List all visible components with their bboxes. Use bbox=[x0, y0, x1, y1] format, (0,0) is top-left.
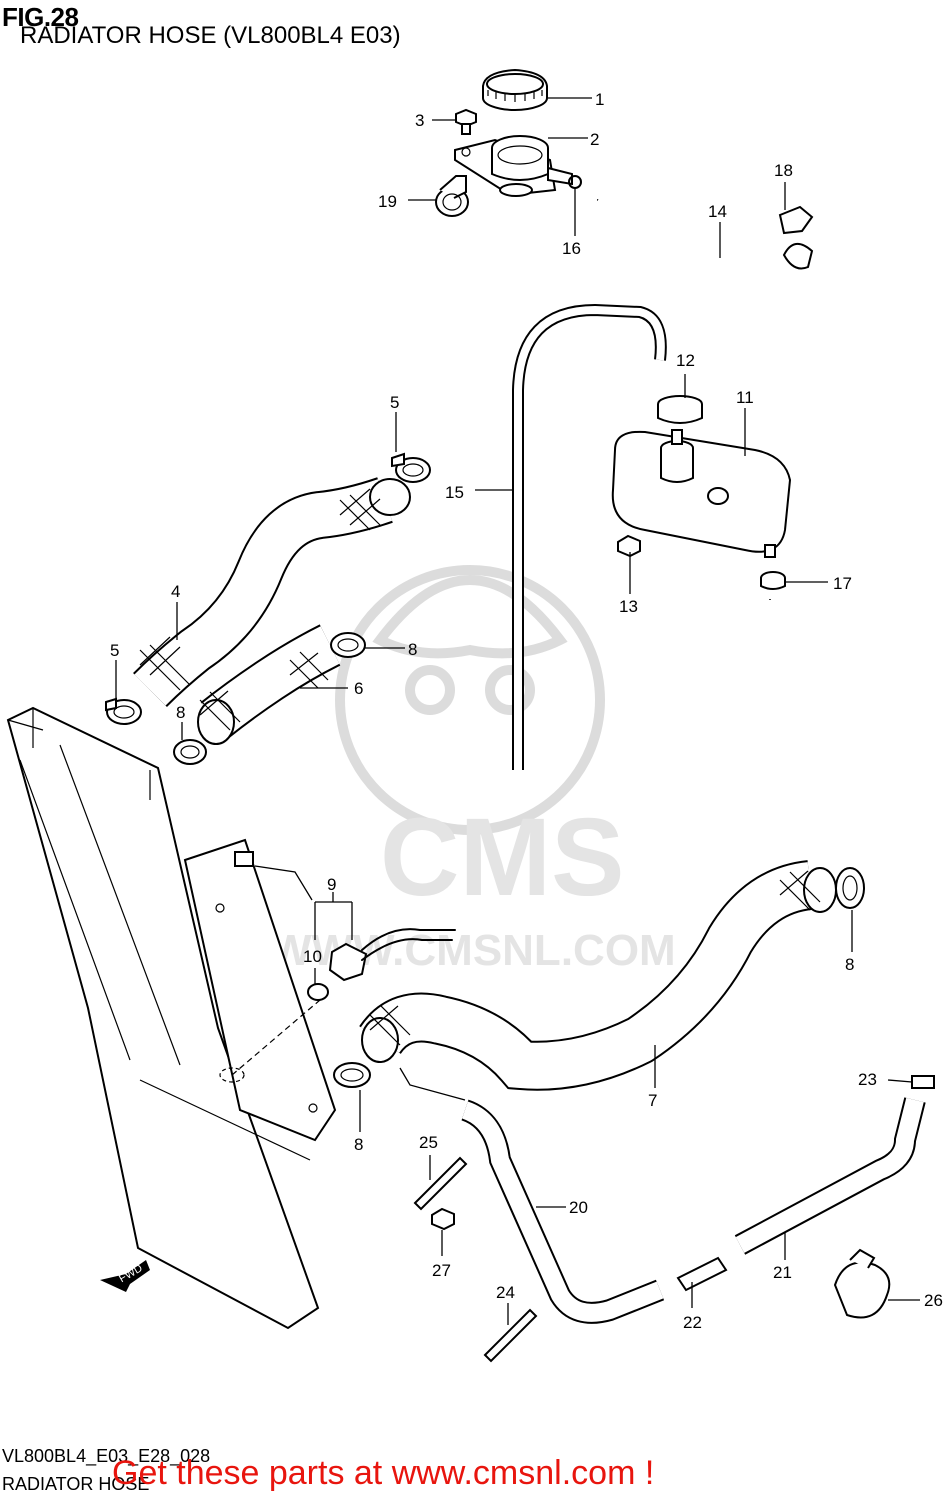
part-number: 9 bbox=[327, 875, 336, 894]
part-number: 13 bbox=[619, 597, 638, 616]
clip-18 bbox=[778, 205, 814, 270]
part-number: 2 bbox=[590, 130, 599, 149]
clip-23 bbox=[911, 1075, 935, 1089]
reservoir-tank bbox=[611, 429, 792, 558]
hose-6 bbox=[197, 624, 341, 745]
reservoir-cap bbox=[657, 395, 703, 424]
part-number: 24 bbox=[496, 1283, 515, 1302]
bracket-24 bbox=[483, 1308, 538, 1363]
diagram-footer-label: RADIATOR HOSE bbox=[2, 1474, 150, 1494]
fitting-22 bbox=[676, 1256, 728, 1292]
clamp-19 bbox=[435, 175, 469, 217]
cta-link[interactable]: Get these parts at www.cmsnl.com ! bbox=[112, 1454, 655, 1492]
cmsnl-watermark: CMS WWW.CMSNL.COM bbox=[270, 565, 676, 975]
part-number: 19 bbox=[378, 192, 397, 211]
part-number: 20 bbox=[569, 1198, 588, 1217]
hose-clamp-8-d bbox=[333, 1062, 371, 1088]
bracket-25 bbox=[413, 1156, 468, 1211]
part-number: 21 bbox=[773, 1263, 792, 1282]
part-number: 1 bbox=[595, 90, 604, 109]
o-ring-10 bbox=[307, 983, 329, 1001]
part-number: 8 bbox=[845, 955, 854, 974]
part-number: 8 bbox=[354, 1135, 363, 1154]
part-number: 17 bbox=[833, 574, 852, 593]
hose-21 bbox=[734, 1097, 926, 1255]
clip-17 bbox=[760, 571, 786, 590]
bolt-27 bbox=[431, 1207, 455, 1231]
hose-14 bbox=[596, 196, 890, 796]
part-number: 7 bbox=[648, 1091, 657, 1110]
part-number: 8 bbox=[408, 640, 417, 659]
part-number: 25 bbox=[419, 1133, 438, 1152]
hose-clamp-8-c bbox=[835, 867, 865, 909]
diagram-code: VL800BL4_E03_E28_028 bbox=[2, 1446, 211, 1466]
diagram-title: RADIATOR HOSE (VL800BL4 E03) bbox=[20, 22, 401, 49]
part-number: 4 bbox=[171, 582, 180, 601]
part-number: 14 bbox=[708, 202, 727, 221]
part-number: 5 bbox=[390, 393, 399, 412]
part-number: 11 bbox=[736, 388, 754, 407]
upper-hose-4 bbox=[133, 477, 411, 708]
part-number: 22 bbox=[683, 1313, 702, 1332]
hose-15 bbox=[512, 303, 667, 770]
thermo-switch bbox=[328, 928, 456, 982]
part-number: 16 bbox=[562, 239, 581, 258]
part-number: 15 bbox=[445, 483, 464, 502]
lower-hose-7 bbox=[359, 860, 837, 1091]
figure-number: FIG.28 bbox=[2, 2, 79, 32]
part-number: 26 bbox=[924, 1291, 943, 1310]
part-number: 5 bbox=[110, 641, 119, 660]
part-number: 6 bbox=[354, 679, 363, 698]
part-number: 10 bbox=[303, 947, 322, 966]
part-number: 12 bbox=[676, 351, 695, 370]
bolt-3 bbox=[455, 108, 477, 135]
bolt-13 bbox=[617, 534, 641, 558]
hose-clamp-8-a bbox=[330, 632, 366, 658]
part-number-labels: 1 2 3 4 5 5 6 7 8 8 8 8 9 10 11 12 13 14… bbox=[110, 90, 943, 1332]
hose-clamp-8-b bbox=[173, 739, 207, 765]
part-number: 8 bbox=[176, 703, 185, 722]
hose-20 bbox=[460, 1099, 665, 1324]
part-number: 27 bbox=[432, 1261, 451, 1280]
part-number: 3 bbox=[415, 111, 424, 130]
part-number: 18 bbox=[774, 161, 793, 180]
hose-clamp-5-lower bbox=[105, 697, 142, 725]
hose-clamp-5-upper bbox=[391, 452, 431, 483]
radiator bbox=[6, 706, 337, 1330]
filler-neck bbox=[454, 135, 573, 197]
clamp-26 bbox=[833, 1248, 891, 1319]
part-number: 23 bbox=[858, 1070, 877, 1089]
watermark-brand: CMS bbox=[380, 796, 624, 919]
leader-lines bbox=[115, 97, 920, 1325]
radiator-cap bbox=[482, 68, 548, 111]
fwd-arrow-icon: FWD bbox=[100, 1260, 150, 1292]
